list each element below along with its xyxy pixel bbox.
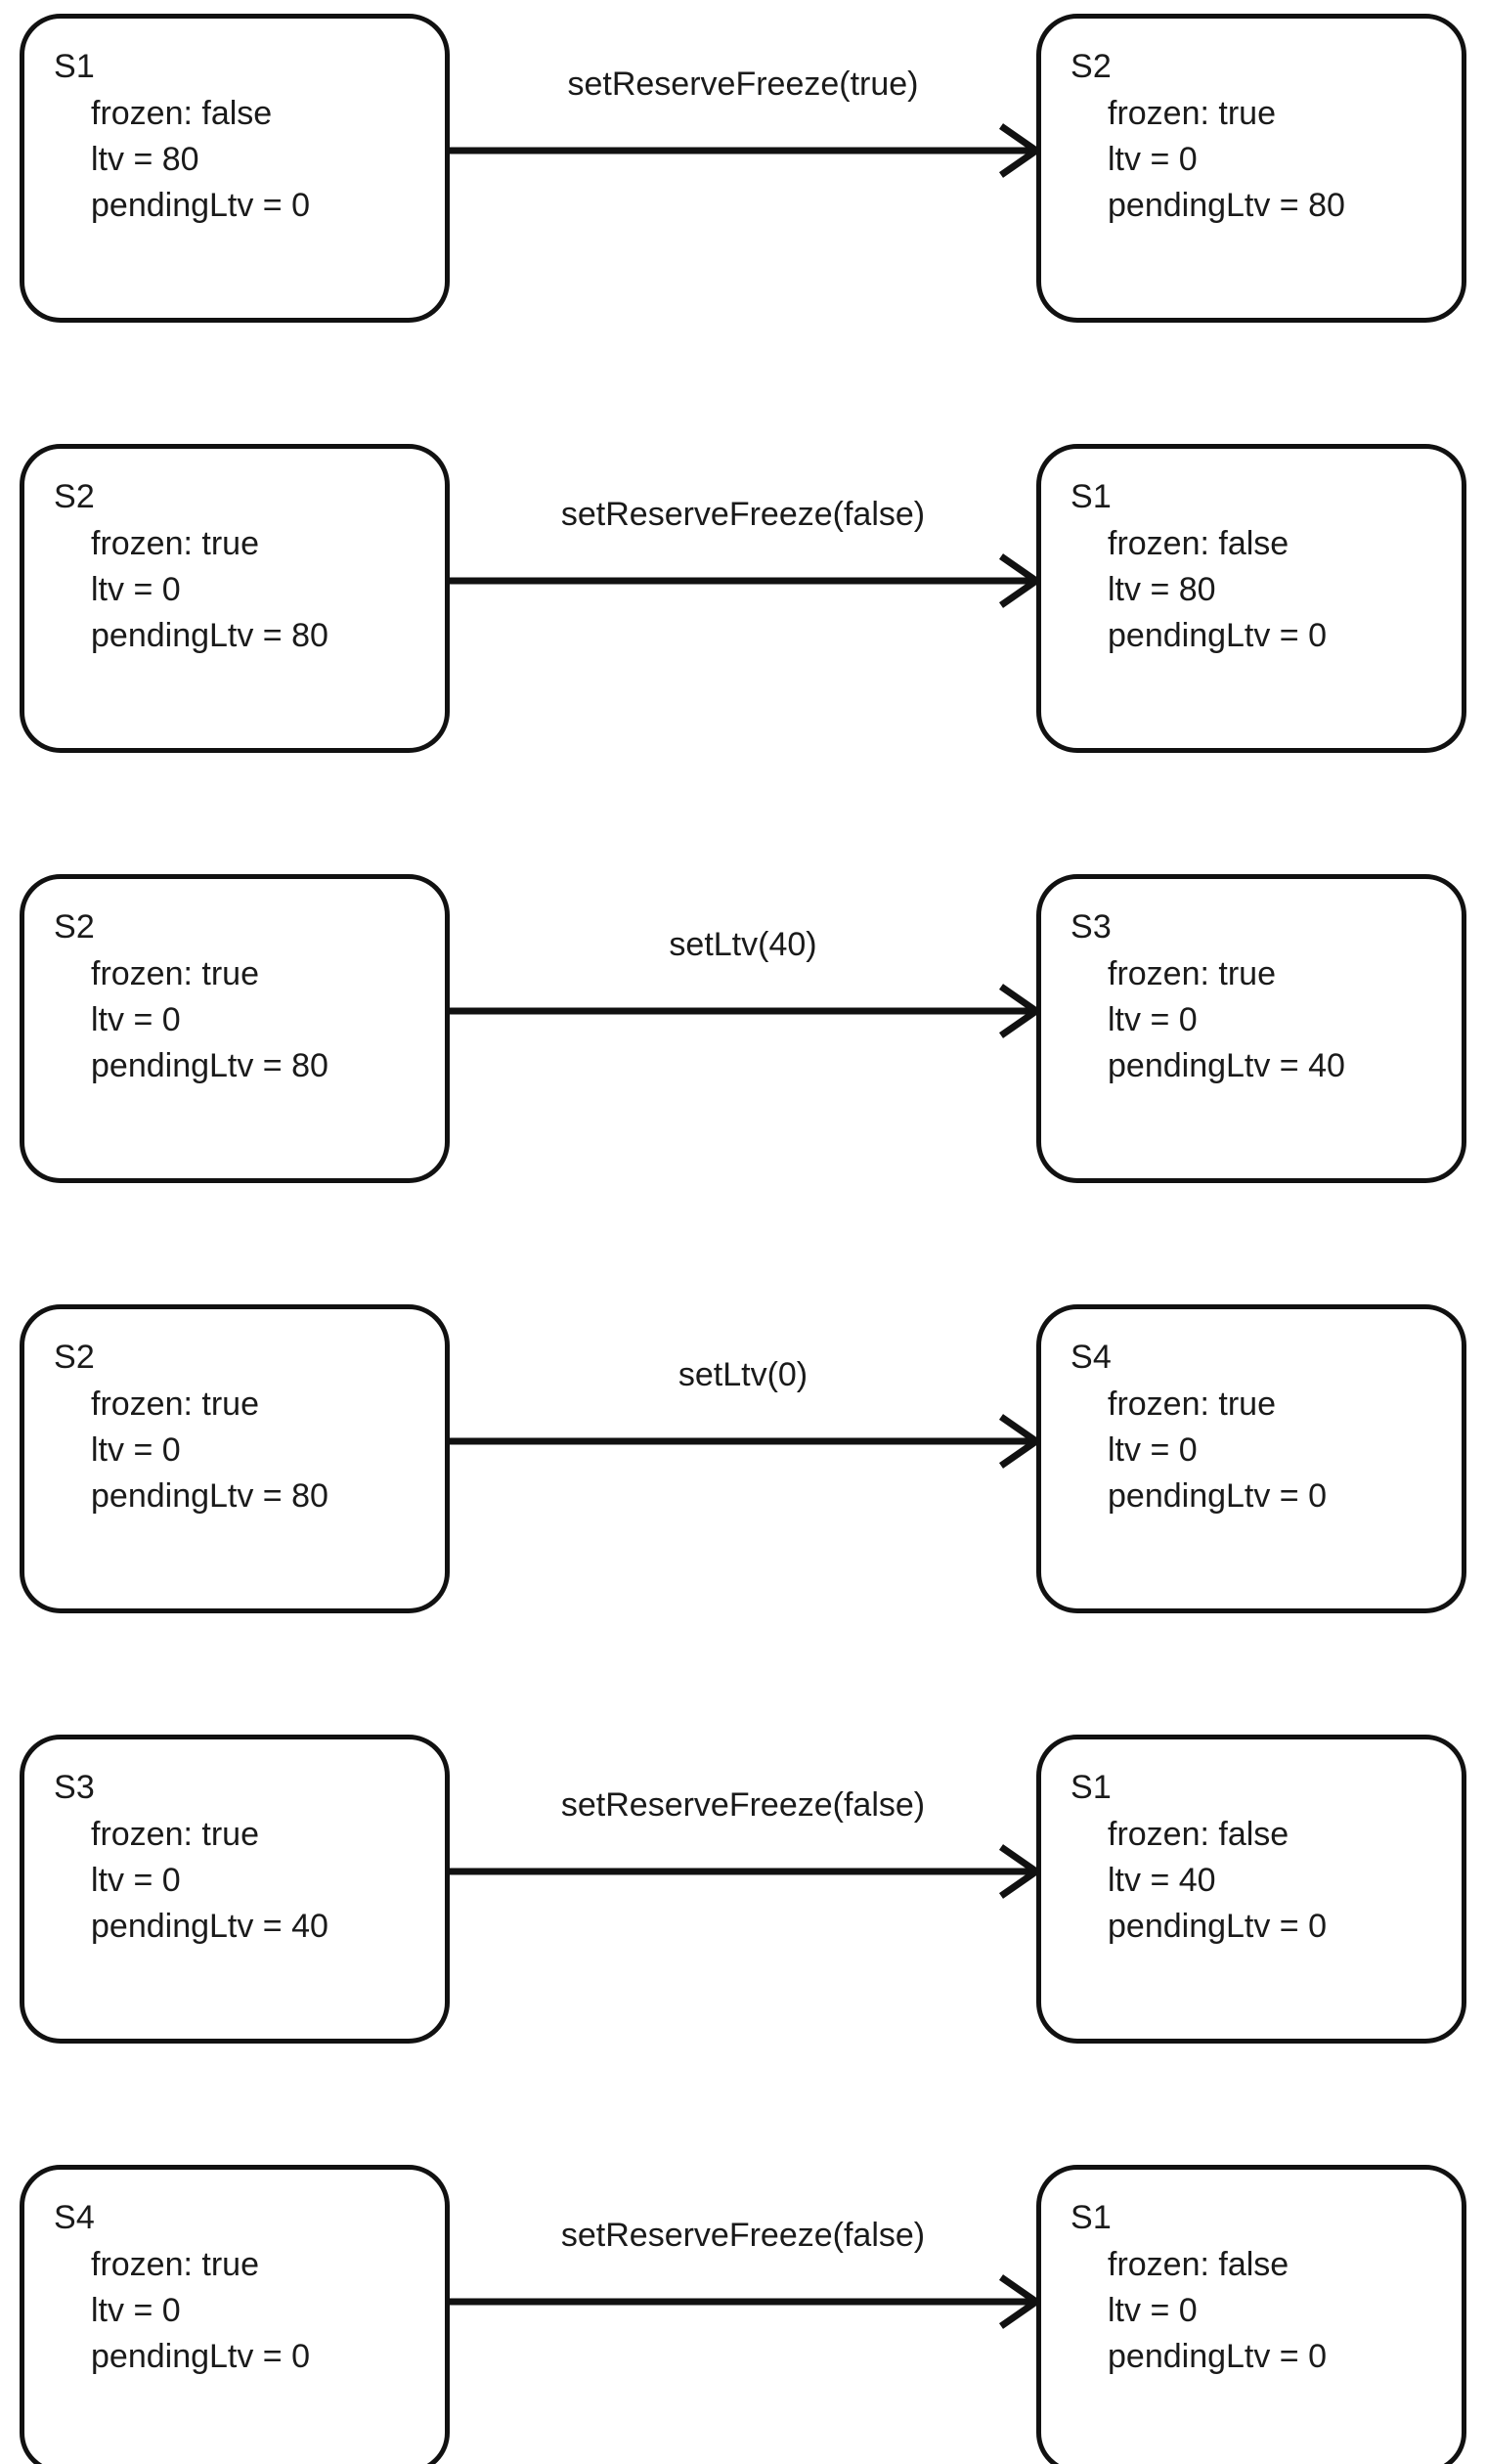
state-attribute: frozen: true [1108,95,1276,132]
source-state-box: S3 frozen: true ltv = 0 pendingLtv = 40 [20,1735,450,2044]
state-attribute: pendingLtv = 40 [91,1908,328,1945]
state-attribute-list: frozen: true ltv = 0 pendingLtv = 80 [54,521,445,659]
state-attribute: pendingLtv = 80 [91,1047,328,1084]
state-attribute: pendingLtv = 40 [1108,1047,1345,1084]
transition-row: S3 frozen: true ltv = 0 pendingLtv = 40 setR… [0,1735,1486,2047]
state-name: S1 [1071,478,1112,515]
state-attribute-list: frozen: true ltv = 0 pendingLtv = 40 [54,1812,445,1950]
state-name: S2 [54,478,95,515]
source-state-box: S2 frozen: true ltv = 0 pendingLtv = 80 [20,874,450,1183]
target-state-box: S1 frozen: false ltv = 0 pendingLtv = 0 [1036,2165,1466,2464]
state-attribute: frozen: true [91,1386,259,1423]
state-attribute: pendingLtv = 80 [91,1477,328,1515]
state-name: S3 [54,1769,95,1806]
transition: setReserveFreeze(false) [450,444,1043,753]
state-attribute: frozen: true [91,955,259,992]
state-attribute: frozen: true [1108,1386,1276,1423]
transition-label: setReserveFreeze(false) [560,496,926,533]
transition-arrow [450,123,1043,178]
transition-arrow [450,984,1043,1038]
state-attribute: ltv = 0 [1108,141,1198,178]
state-name: S2 [54,1339,95,1376]
transition-row: S2 frozen: true ltv = 0 pendingLtv = 80 setR… [0,444,1486,757]
target-state-box: S4 frozen: true ltv = 0 pendingLtv = 0 [1036,1304,1466,1613]
transition-arrow [450,553,1043,608]
state-attribute: ltv = 0 [91,1001,181,1038]
transition: setReserveFreeze(true) [450,14,1043,323]
state-name: S1 [1071,1769,1112,1806]
target-state-box: S1 frozen: false ltv = 80 pendingLtv = 0 [1036,444,1466,753]
state-attribute: ltv = 0 [1108,1001,1198,1038]
state-name: S2 [54,908,95,946]
state-attribute: pendingLtv = 0 [1108,1908,1328,1945]
state-attribute: pendingLtv = 80 [91,617,328,654]
transition-arrow [450,1844,1043,1899]
transition-row: S1 frozen: false ltv = 80 pendingLtv = 0 set… [0,14,1486,327]
state-attribute: ltv = 0 [91,2292,181,2329]
state-attribute: pendingLtv = 0 [1108,617,1328,654]
state-attribute: frozen: false [1108,525,1289,562]
transition-label: setLtv(40) [669,926,817,963]
transition: setLtv(40) [450,874,1043,1183]
state-attribute: frozen: true [91,1816,259,1853]
transition-arrow [450,1414,1043,1469]
state-attribute-list: frozen: false ltv = 80 pendingLtv = 0 [1071,521,1462,659]
state-attribute: pendingLtv = 80 [1108,187,1345,224]
transition-row: S2 frozen: true ltv = 0 pendingLtv = 80 setL… [0,874,1486,1187]
transition-row: S4 frozen: true ltv = 0 pendingLtv = 0 setRe… [0,2165,1486,2464]
state-attribute-list: frozen: true ltv = 0 pendingLtv = 80 [1071,91,1462,229]
target-state-box: S2 frozen: true ltv = 0 pendingLtv = 80 [1036,14,1466,323]
source-state-box: S1 frozen: false ltv = 80 pendingLtv = 0 [20,14,450,323]
state-attribute: ltv = 80 [91,141,199,178]
state-attribute: ltv = 0 [1108,2292,1198,2329]
state-attribute: ltv = 0 [1108,1431,1198,1469]
transition: setReserveFreeze(false) [450,2165,1043,2464]
transition-label: setReserveFreeze(true) [567,66,919,103]
state-attribute-list: frozen: false ltv = 0 pendingLtv = 0 [1071,2242,1462,2380]
state-name: S4 [1071,1339,1112,1376]
state-name: S4 [54,2199,95,2236]
state-attribute: pendingLtv = 0 [91,187,311,224]
state-name: S1 [1071,2199,1112,2236]
transition-arrow [450,2274,1043,2329]
transition-label: setLtv(0) [677,1356,809,1393]
state-attribute-list: frozen: true ltv = 0 pendingLtv = 80 [54,951,445,1089]
transition: setLtv(0) [450,1304,1043,1613]
transition-row: S2 frozen: true ltv = 0 pendingLtv = 80 setL… [0,1304,1486,1617]
source-state-box: S4 frozen: true ltv = 0 pendingLtv = 0 [20,2165,450,2464]
transition: setReserveFreeze(false) [450,1735,1043,2044]
state-attribute: frozen: false [1108,2246,1289,2283]
state-name: S1 [54,48,95,85]
state-name: S3 [1071,908,1112,946]
state-attribute-list: frozen: false ltv = 80 pendingLtv = 0 [54,91,445,229]
state-attribute: ltv = 40 [1108,1862,1216,1899]
transition-label: setReserveFreeze(false) [560,2217,926,2254]
state-attribute-list: frozen: true ltv = 0 pendingLtv = 0 [54,2242,445,2380]
state-attribute: frozen: false [1108,1816,1289,1853]
state-attribute: frozen: true [1108,955,1276,992]
target-state-box: S1 frozen: false ltv = 40 pendingLtv = 0 [1036,1735,1466,2044]
source-state-box: S2 frozen: true ltv = 0 pendingLtv = 80 [20,444,450,753]
state-attribute: pendingLtv = 0 [1108,2338,1328,2375]
state-attribute-list: frozen: true ltv = 0 pendingLtv = 0 [1071,1382,1462,1519]
state-attribute: ltv = 0 [91,1862,181,1899]
state-attribute: pendingLtv = 0 [1108,1477,1328,1515]
state-attribute-list: frozen: false ltv = 40 pendingLtv = 0 [1071,1812,1462,1950]
state-attribute: ltv = 0 [91,571,181,608]
target-state-box: S3 frozen: true ltv = 0 pendingLtv = 40 [1036,874,1466,1183]
state-name: S2 [1071,48,1112,85]
state-attribute: ltv = 80 [1108,571,1216,608]
state-attribute: frozen: false [91,95,273,132]
state-attribute: frozen: true [91,2246,259,2283]
state-attribute: ltv = 0 [91,1431,181,1469]
state-attribute-list: frozen: true ltv = 0 pendingLtv = 80 [54,1382,445,1519]
source-state-box: S2 frozen: true ltv = 0 pendingLtv = 80 [20,1304,450,1613]
transition-label: setReserveFreeze(false) [560,1786,926,1824]
state-attribute: pendingLtv = 0 [91,2338,311,2375]
state-attribute-list: frozen: true ltv = 0 pendingLtv = 40 [1071,951,1462,1089]
state-attribute: frozen: true [91,525,259,562]
